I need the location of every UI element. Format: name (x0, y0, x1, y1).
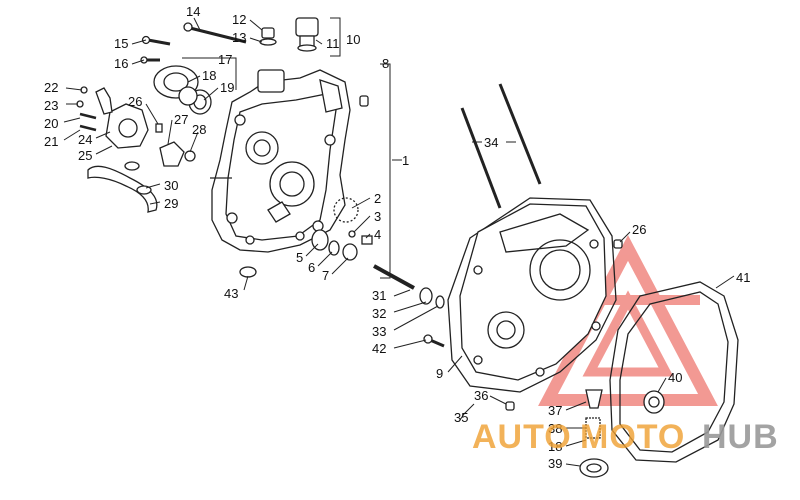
callout-17: 17 (218, 52, 232, 67)
callout-35: 35 (454, 410, 468, 425)
callout-21: 21 (44, 134, 58, 149)
callout-36: 36 (474, 388, 488, 403)
watermark-hub: HUB (702, 418, 779, 456)
callout-40: 40 (668, 370, 682, 385)
callout-3: 3 (374, 209, 381, 224)
callout-19: 19 (220, 80, 234, 95)
callout-7: 7 (322, 268, 329, 283)
callout-9: 9 (436, 366, 443, 381)
callout-25: 25 (78, 148, 92, 163)
callout-33: 33 (372, 324, 386, 339)
callout-18: 18 (202, 68, 216, 83)
callout-13: 13 (232, 30, 246, 45)
callout-34: 34 (484, 135, 498, 150)
callout-labels: 1 2 3 4 5 6 7 8 9 10 11 12 13 14 15 16 1… (44, 4, 750, 471)
callout-29: 29 (164, 196, 178, 211)
callout-32: 32 (372, 306, 386, 321)
callout-42: 42 (372, 341, 386, 356)
callout-24: 24 (78, 132, 92, 147)
callout-18-lower: 18 (548, 439, 562, 454)
callout-12: 12 (232, 12, 246, 27)
callout-6: 6 (308, 260, 315, 275)
watermark-auto: AUTO (472, 418, 572, 456)
callout-8: 8 (382, 56, 389, 71)
callout-1: 1 (402, 153, 409, 168)
callout-27: 27 (174, 112, 188, 127)
callout-4: 4 (374, 227, 381, 242)
watermark-moto: MOTO (580, 418, 685, 456)
callout-38: 38 (548, 421, 562, 436)
callout-39: 39 (548, 456, 562, 471)
callout-10: 10 (346, 32, 360, 47)
callout-23: 23 (44, 98, 58, 113)
callout-16: 16 (114, 56, 128, 71)
callout-2: 2 (374, 191, 381, 206)
callout-37: 37 (548, 403, 562, 418)
callout-28: 28 (192, 122, 206, 137)
callout-20: 20 (44, 116, 58, 131)
leader-lines (63, 17, 735, 467)
callout-15: 15 (114, 36, 128, 51)
watermark-text: AUTO MOTO HUB (472, 418, 779, 456)
callout-26: 26 (128, 94, 142, 109)
callout-11: 11 (326, 36, 340, 51)
callout-5: 5 (296, 250, 303, 265)
left-cover-assembly (76, 17, 373, 278)
crankcase-cover (211, 69, 351, 253)
callout-22: 22 (44, 80, 58, 95)
callout-43: 43 (224, 286, 238, 301)
callout-14: 14 (186, 4, 200, 19)
callout-26-right: 26 (632, 222, 646, 237)
callout-41: 41 (736, 270, 750, 285)
callout-31: 31 (372, 288, 386, 303)
callout-30: 30 (164, 178, 178, 193)
right-crankcase-assembly (373, 83, 739, 478)
